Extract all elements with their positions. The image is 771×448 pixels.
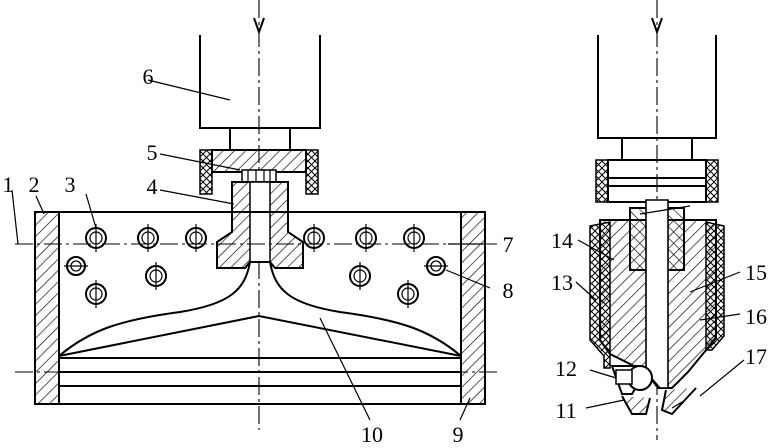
label-4: 4 xyxy=(147,174,158,199)
label-5: 5 xyxy=(147,140,158,165)
channel-15 xyxy=(645,199,669,389)
heater-hole xyxy=(85,280,107,308)
side-wall-2 xyxy=(34,211,60,405)
label-10: 10 xyxy=(361,422,383,447)
cavity-bottom xyxy=(58,314,462,357)
label-7: 7 xyxy=(503,232,514,257)
label-1: 1 xyxy=(3,172,14,197)
label-15: 15 xyxy=(745,260,767,285)
heating-holes xyxy=(64,224,448,308)
heater-hole xyxy=(403,224,425,252)
label-6: 6 xyxy=(143,64,154,89)
label-17: 17 xyxy=(745,344,767,369)
heater-hole xyxy=(303,224,325,252)
punch-bore xyxy=(249,181,271,263)
load-arrow-left xyxy=(253,17,265,35)
ram-neck xyxy=(229,127,291,151)
heater-hole xyxy=(145,262,167,290)
label-8: 8 xyxy=(503,278,514,303)
holder-plate-5 xyxy=(211,149,307,173)
leader-lines-right xyxy=(575,239,745,409)
label-9: 9 xyxy=(453,422,464,447)
leader-lines-left xyxy=(11,79,491,421)
label-16: 16 xyxy=(745,304,767,329)
right-view: 14 13 15 16 17 12 11 xyxy=(551,0,767,440)
tip-left xyxy=(621,395,651,415)
label-3: 3 xyxy=(65,172,76,197)
heater-hole xyxy=(85,224,107,252)
clamp-band-left xyxy=(199,149,213,195)
load-arrow-right xyxy=(651,17,663,35)
heater-hole xyxy=(64,256,88,276)
tip-17 xyxy=(660,387,697,416)
heater-hole xyxy=(355,224,377,252)
heater-hole xyxy=(424,256,448,276)
heater-hole xyxy=(397,280,419,308)
heater-hole xyxy=(185,224,207,252)
clamp-band-right-a xyxy=(595,159,609,203)
heater-hole xyxy=(137,224,159,252)
ram-6 xyxy=(199,35,321,129)
holder-insert xyxy=(241,169,277,183)
label-11: 11 xyxy=(555,398,576,423)
heater-hole xyxy=(349,262,371,290)
side-wall-9 xyxy=(460,211,486,405)
label-13: 13 xyxy=(551,270,573,295)
label-14: 14 xyxy=(551,228,573,253)
clamp-band-right-b xyxy=(705,159,719,203)
label-2: 2 xyxy=(29,172,40,197)
die-cavity-outline xyxy=(58,261,462,357)
clamp-band-right xyxy=(305,149,319,195)
left-view: 6 5 4 1 2 3 7 8 10 9 xyxy=(3,0,514,447)
label-12: 12 xyxy=(555,356,577,381)
